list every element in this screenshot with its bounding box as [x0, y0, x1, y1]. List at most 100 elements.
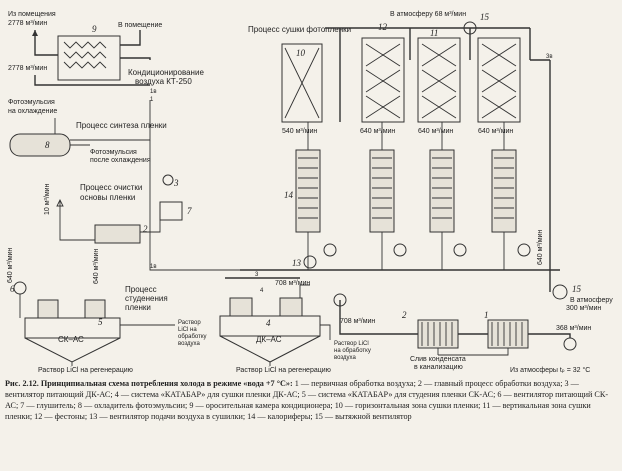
fan-6 [13, 281, 27, 295]
line-1v-b: 1в [150, 264, 157, 270]
label-flow-640-b: 640 м³/мин [360, 128, 395, 135]
fan-13b [393, 243, 407, 257]
caption-title: Рис. 2.12. Принципиальная схема потребле… [5, 379, 293, 388]
label-gelling: Процесс [125, 285, 157, 294]
line-3-a: 3 [255, 272, 259, 278]
label-from-atm: Из атмосферы tₚ = 32 °С [510, 366, 590, 374]
dk-as-hopper [219, 335, 321, 363]
num-5: 5 [98, 317, 103, 327]
label-flow-708: 708 м³/мин [275, 280, 310, 287]
intake-duct [339, 300, 571, 338]
label-flow-368: 368 м³/мин [556, 325, 591, 332]
label-conditioning: Кондиционирование [128, 68, 204, 77]
label-emulsion-after2: после охлаждения [90, 157, 151, 164]
label-flow-640-left: 640 м³/мин [7, 248, 14, 283]
label-regen-2: Раствор LiCl на регенерацию [236, 367, 331, 374]
fan-3-small [162, 174, 174, 186]
fan-13 [303, 255, 317, 269]
num-15: 15 [480, 12, 490, 22]
line-1-a: 1 [150, 97, 154, 103]
label-flow-640-d: 640 м³/мин [478, 128, 513, 135]
figure-caption: Рис. 2.12. Принципиальная схема потребле… [5, 378, 617, 422]
label-licl-sol3: обработку [178, 334, 207, 340]
label-room-in: Из помещения [8, 11, 56, 18]
label-flow-2778-a: 2778 м³/мин [8, 20, 47, 27]
num-4: 4 [266, 318, 271, 328]
fan-13d [517, 243, 531, 257]
num-3: 3 [173, 178, 179, 188]
festoons-12 [365, 43, 517, 119]
emulsion-cooler-8 [9, 133, 71, 157]
heater-14a [295, 149, 321, 233]
label-licl-sol2: LiCl на [178, 327, 197, 333]
num-10: 10 [296, 48, 306, 58]
label-emulsion-cool: Фотоэмульсия [8, 99, 55, 106]
label-licl-sol4: воздуха [178, 341, 200, 347]
conditioning-ducts [34, 30, 151, 86]
catabar-unit-c [229, 297, 253, 317]
heater-coils [298, 157, 514, 219]
sk-lines [19, 294, 175, 366]
label-gelling3: пленки [125, 303, 151, 312]
supply-header [225, 269, 560, 279]
catabar-unit-b [84, 299, 106, 319]
sk-as-hopper [24, 337, 121, 363]
label-licl-sol: Раствор [178, 320, 201, 326]
label-synth: Процесс синтеза пленки [76, 121, 167, 130]
num-13: 13 [292, 258, 302, 268]
label-purify: Процесс очистки [80, 183, 142, 192]
label-to-atm: В атмосферу [570, 297, 613, 304]
num-15b: 15 [572, 284, 582, 294]
catabar-unit-a [37, 299, 59, 319]
label-dk-ac: ДК–АС [256, 335, 282, 344]
label-gelling2: студенения [125, 294, 168, 303]
line-3v: 3в [546, 54, 553, 60]
label-flow-540: 540 м³/мин [282, 128, 317, 135]
label-emulsion-after: Фотоэмульсия [90, 149, 137, 156]
catabar-unit-d [279, 297, 303, 317]
label-air-kt: воздуха КТ-250 [135, 77, 192, 86]
label-purify2: основы пленки [80, 193, 135, 202]
heater-14b [369, 149, 395, 233]
heater-14c [429, 149, 455, 233]
purify-lines [56, 198, 95, 241]
num-6: 6 [10, 284, 15, 294]
main-process-2 [94, 224, 141, 244]
condensate-drain [437, 348, 509, 356]
label-ck-ac: СК–АС [58, 335, 84, 344]
label-licl-sol-r: Раствор LiCl [334, 341, 369, 347]
vertical-zone-11a [361, 37, 405, 123]
num-9: 9 [92, 24, 97, 34]
label-condensate: Слив конденсата [410, 356, 466, 363]
label-to-room: В помещение [118, 22, 162, 29]
refrigeration-schematic: Из помещения 2778 м³/мин В помещение 2 7 7… [7, 11, 613, 374]
primary-fins [491, 322, 523, 346]
num-8: 8 [45, 140, 50, 150]
vertical-zone-11b [417, 37, 461, 123]
num-11: 11 [430, 28, 438, 38]
label-licl-sol-r3: воздуха [334, 355, 356, 361]
heater-14d [491, 149, 517, 233]
num-7: 7 [187, 206, 192, 216]
exhaust-ducts [325, 27, 531, 122]
line-4: 4 [260, 288, 264, 294]
num-2b: 2 [402, 310, 407, 320]
return-duct [530, 59, 551, 292]
label-flow-640-a: 640 м³/мин [93, 249, 100, 284]
vertical-zone-11c [477, 37, 521, 123]
num-1: 1 [484, 310, 489, 320]
zone-10-cross [284, 47, 320, 119]
silencer-7 [159, 201, 183, 221]
main-2b-fins [421, 322, 453, 346]
fan-13a [323, 243, 337, 257]
heater-links [307, 122, 505, 270]
label-regen-1: Раствор LiCl на регенерацию [38, 367, 133, 374]
label-flow-640-c: 640 м³/мин [418, 128, 453, 135]
label-condensate2: в канализацию [414, 364, 463, 371]
label-flow-10: 10 м³/мин [44, 183, 51, 215]
arrow-up [32, 30, 38, 36]
label-flow-300: 300 м³/мин [566, 305, 601, 312]
link-lines [140, 140, 240, 271]
label-to-atm-68: В атмосферу 68 м³/мин [390, 11, 466, 18]
intake-fan [563, 337, 577, 351]
